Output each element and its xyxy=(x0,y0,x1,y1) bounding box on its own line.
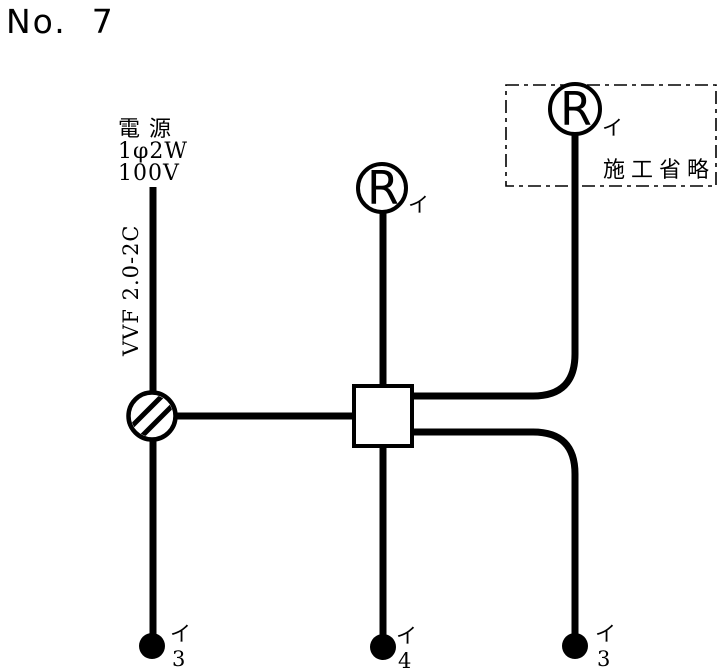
switch-ways-label: 4 xyxy=(398,649,412,672)
switch-ways-label: 3 xyxy=(172,647,186,671)
lamp-receptacle-omitted: R イ xyxy=(548,82,624,140)
three-way-switch-right: イ 3 xyxy=(562,622,617,671)
construction-omitted-box xyxy=(505,84,717,187)
switch-ways-label: 3 xyxy=(597,647,611,671)
switch-branch-label: イ xyxy=(170,622,192,646)
power-source-symbol xyxy=(126,390,178,442)
switch-dot xyxy=(139,633,165,659)
wire-box-to-omitted-lamp xyxy=(414,135,579,400)
switch-branch-label: イ xyxy=(396,624,418,648)
power-name-label: 電 源 xyxy=(118,117,172,142)
lamp-receptacle-center: R イ xyxy=(356,161,430,217)
power-source-circle xyxy=(126,390,178,442)
four-way-switch-middle: イ 4 xyxy=(370,624,418,672)
power-voltage-label: 100V xyxy=(118,161,180,186)
page-title: No. 7 xyxy=(6,2,115,41)
switch-dot xyxy=(370,634,396,660)
power-source-hatching xyxy=(131,395,173,437)
power-source-labels: 電 源 1φ2W 100V VVF 2.0-2C xyxy=(118,117,188,358)
lamp-symbol-letter: R xyxy=(367,161,399,215)
switch-branch-label: イ xyxy=(595,622,617,646)
lamp-circle xyxy=(548,82,602,136)
lamp-branch-label: イ xyxy=(602,116,624,140)
lamp-symbol-letter: R xyxy=(560,82,592,136)
power-phase-label: 1φ2W xyxy=(118,139,188,164)
wire-box-to-right-switch xyxy=(414,428,579,636)
three-way-switch-left: イ 3 xyxy=(139,622,192,671)
cable-type-label: VVF 2.0-2C xyxy=(119,225,143,358)
outlet-box xyxy=(352,384,414,448)
lamp-circle xyxy=(356,162,408,214)
construction-omitted-label: 施工省略 xyxy=(603,158,715,183)
lamp-branch-label: イ xyxy=(408,193,430,217)
switch-dot xyxy=(562,633,588,659)
